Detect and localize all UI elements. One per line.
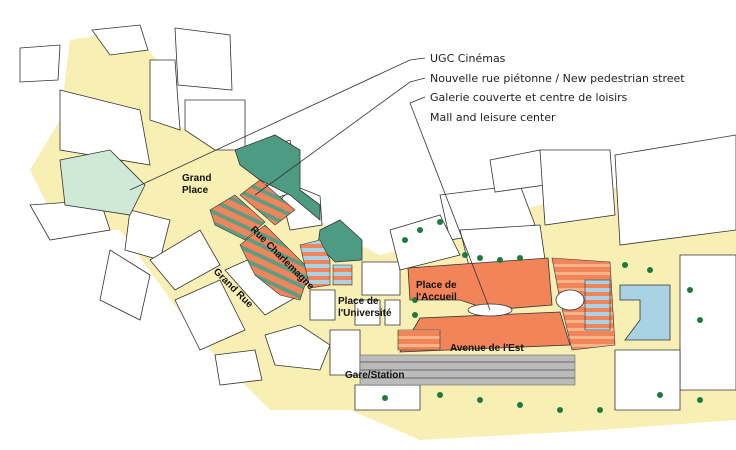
label-gare-station: Gare/Station xyxy=(345,370,404,381)
new-pedestrian-street-buildings xyxy=(209,179,353,301)
label-place-accueil-2: l'Accueil xyxy=(416,292,457,303)
leader-lines xyxy=(129,57,491,311)
legend-mall: Mall and leisure center xyxy=(430,111,556,124)
railway-tracks xyxy=(359,354,576,386)
light-blue-building xyxy=(619,284,671,341)
buildings xyxy=(19,24,736,411)
ugc-cinema xyxy=(234,134,363,263)
legend-galerie: Galerie couverte et centre de loisirs xyxy=(430,91,628,104)
legend-ugc-cinemas: UGC Cinémas xyxy=(430,52,506,65)
label-grand-place-2: Place xyxy=(182,185,209,196)
label-place-universite: Place de xyxy=(338,296,379,307)
trees xyxy=(382,219,703,413)
label-avenue-est: Avenue de l'Est xyxy=(450,343,524,354)
label-place-accueil: Place de xyxy=(416,280,457,291)
park-area xyxy=(59,149,146,216)
label-place-universite-2: l'Université xyxy=(338,308,392,319)
legend-new-pedestrian-street: Nouvelle rue piétonne / New pedestrian s… xyxy=(430,72,685,85)
label-grand-place: Grand xyxy=(182,173,211,184)
